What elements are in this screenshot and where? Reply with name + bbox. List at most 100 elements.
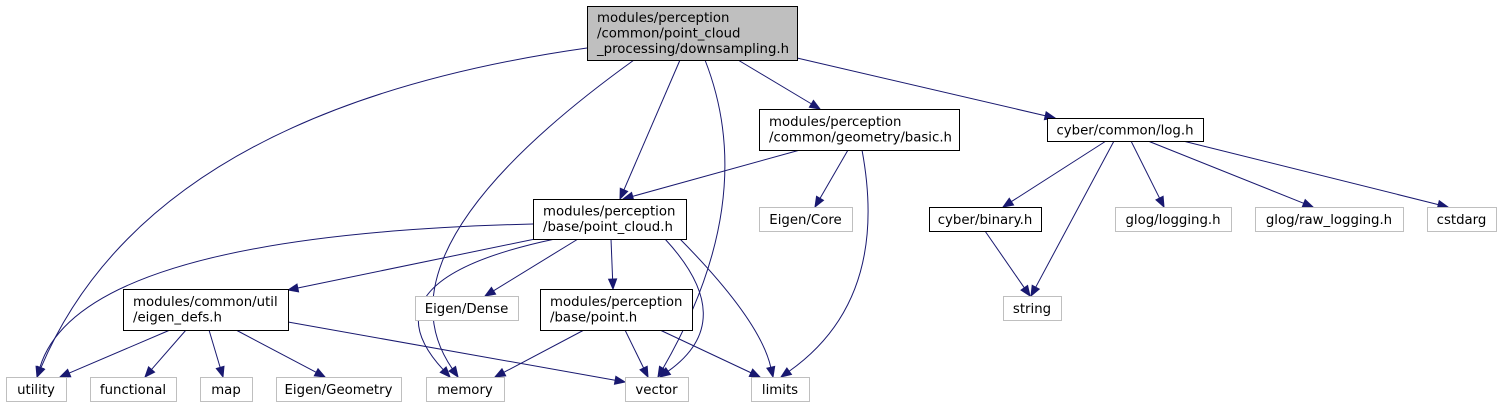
node-label-eigen_dense-line-0: Eigen/Dense [425, 302, 509, 317]
node-box-eigen_core [759, 207, 853, 232]
node-label-eigen_defs-line-0: modules/common/util [133, 295, 278, 310]
arrowhead-point_cloud-to-memory [439, 366, 451, 378]
arrowhead-downsampling-to-geometry_basic [808, 99, 822, 110]
node-box-eigen_defs [123, 289, 289, 331]
edge-eigen_defs-to-utility [68, 329, 171, 374]
edge-downsampling-to-cyber_log [796, 57, 1046, 117]
node-cyber_binary[interactable]: cyber/binary.h [929, 207, 1042, 232]
node-glog_raw_logging: glog/raw_logging.h [1255, 207, 1404, 232]
edges-layer [35, 47, 1450, 385]
edge-base_point-to-memory [503, 329, 585, 373]
edge-point_cloud-to-base_point [610, 238, 614, 280]
arrowhead-eigen_defs-to-functional [144, 365, 156, 379]
edge-downsampling-to-memory [432, 59, 635, 370]
edge-point_cloud-to-vector [664, 238, 704, 372]
edge-downsampling-to-geometry_basic [737, 59, 812, 105]
edge-eigen_defs-to-vector [287, 321, 616, 381]
node-box-cyber_log [1047, 118, 1204, 142]
node-label-cstdarg-line-0: cstdarg [1437, 213, 1487, 228]
node-label-cyber_log-line-0: cyber/common/log.h [1056, 124, 1193, 139]
node-eigen_defs[interactable]: modules/common/util/eigen_defs.h [123, 289, 289, 331]
node-box-utility [6, 377, 67, 402]
edge-point_cloud-to-eigen_defs [297, 237, 541, 289]
arrowhead-eigen_defs-to-vector [613, 375, 627, 385]
edge-cyber_log-to-string [1035, 140, 1115, 288]
arrowhead-point_cloud-to-utility [35, 365, 45, 379]
arrowhead-eigen_defs-to-eigen_geometry [313, 367, 327, 378]
node-label-vector-line-0: vector [635, 383, 678, 398]
arrowhead-point_cloud-to-limits [766, 365, 776, 379]
edge-geometry_basic-to-point_cloud [632, 149, 801, 197]
node-geometry_basic[interactable]: modules/perception/common/geometry/basic… [759, 109, 960, 151]
arrowhead-point_cloud-to-eigen_dense [483, 286, 497, 297]
nodes-layer: modules/perception/common/point_cloud_pr… [6, 6, 1497, 402]
node-label-memory-line-0: memory [437, 383, 493, 398]
arrowhead-eigen_defs-to-utility [58, 368, 72, 378]
node-box-functional [90, 377, 177, 402]
node-glog_logging: glog/logging.h [1115, 207, 1232, 232]
arrowhead-geometry_basic-to-limits [779, 367, 793, 378]
node-label-geometry_basic-line-0: modules/perception [769, 115, 901, 130]
node-box-base_point [540, 289, 693, 331]
arrowhead-cyber_log-to-string [1030, 284, 1041, 298]
node-map: map [200, 377, 253, 402]
node-label-utility-line-0: utility [17, 383, 55, 398]
node-box-geometry_basic [759, 109, 960, 151]
node-label-eigen_geometry-line-0: Eigen/Geometry [285, 383, 393, 398]
edge-cyber_log-to-cyber_binary [1011, 140, 1107, 203]
node-memory: memory [426, 377, 505, 402]
node-label-cyber_binary-line-0: cyber/binary.h [938, 213, 1033, 228]
edge-geometry_basic-to-limits [788, 149, 869, 372]
arrowhead-point_cloud-to-eigen_defs [286, 283, 300, 293]
node-box-cstdarg [1427, 207, 1497, 232]
node-box-downsampling [587, 6, 798, 61]
node-vector: vector [625, 377, 689, 402]
node-eigen_dense: Eigen/Dense [415, 296, 519, 321]
node-label-base_point-line-0: modules/perception [550, 295, 682, 310]
edge-point_cloud-to-memory [417, 238, 556, 371]
node-box-map [200, 377, 253, 402]
node-label-point_cloud-line-1: /base/point_cloud.h [543, 220, 673, 235]
arrowhead-point_cloud-to-vector [658, 367, 672, 378]
edge-point_cloud-to-limits [679, 238, 772, 368]
node-label-functional-line-0: functional [100, 383, 166, 398]
node-point_cloud[interactable]: modules/perception/base/point_cloud.h [533, 199, 687, 240]
node-box-glog_logging [1115, 207, 1232, 232]
node-label-limits-line-0: limits [762, 383, 798, 398]
edge-cyber_log-to-glog_logging [1130, 140, 1160, 199]
node-base_point[interactable]: modules/perception/base/point.h [540, 289, 693, 331]
node-label-eigen_core-line-0: Eigen/Core [769, 213, 841, 228]
arrowhead-cyber_log-to-glog_logging [1155, 195, 1165, 209]
edge-base_point-to-limits [659, 329, 752, 374]
node-box-memory [426, 377, 505, 402]
node-box-cyber_binary [929, 207, 1042, 232]
node-utility: utility [6, 377, 67, 402]
node-box-eigen_dense [415, 296, 519, 321]
arrowhead-base_point-to-vector [639, 365, 649, 379]
arrowhead-downsampling-to-memory [448, 365, 459, 379]
node-label-downsampling-line-2: _processing/downsampling.h [596, 42, 789, 57]
arrowhead-cyber_binary-to-string [1020, 284, 1031, 298]
node-downsampling[interactable]: modules/perception/common/point_cloud_pr… [587, 6, 798, 61]
node-label-downsampling-line-0: modules/perception [597, 11, 729, 26]
node-box-vector [625, 377, 689, 402]
arrowhead-cyber_log-to-glog_raw_logging [1301, 198, 1315, 208]
node-label-eigen_defs-line-1: /eigen_defs.h [133, 311, 222, 326]
arrowhead-cyber_log-to-cyber_binary [1001, 197, 1015, 208]
edge-point_cloud-to-eigen_dense [493, 238, 579, 292]
node-cyber_log[interactable]: cyber/common/log.h [1047, 118, 1204, 142]
arrowhead-geometry_basic-to-eigen_core [814, 195, 825, 209]
node-box-point_cloud [533, 199, 687, 240]
node-label-geometry_basic-line-1: /common/geometry/basic.h [769, 131, 952, 146]
edge-eigen_defs-to-functional [151, 329, 187, 370]
arrowhead-base_point-to-memory [493, 367, 507, 378]
node-box-glog_raw_logging [1255, 207, 1404, 232]
node-box-limits [751, 377, 810, 402]
node-eigen_geometry: Eigen/Geometry [276, 377, 402, 402]
node-eigen_core: Eigen/Core [759, 207, 853, 232]
edge-downsampling-to-utility [40, 47, 588, 368]
node-label-map-line-0: map [211, 383, 241, 398]
edge-eigen_defs-to-eigen_geometry [235, 329, 317, 373]
